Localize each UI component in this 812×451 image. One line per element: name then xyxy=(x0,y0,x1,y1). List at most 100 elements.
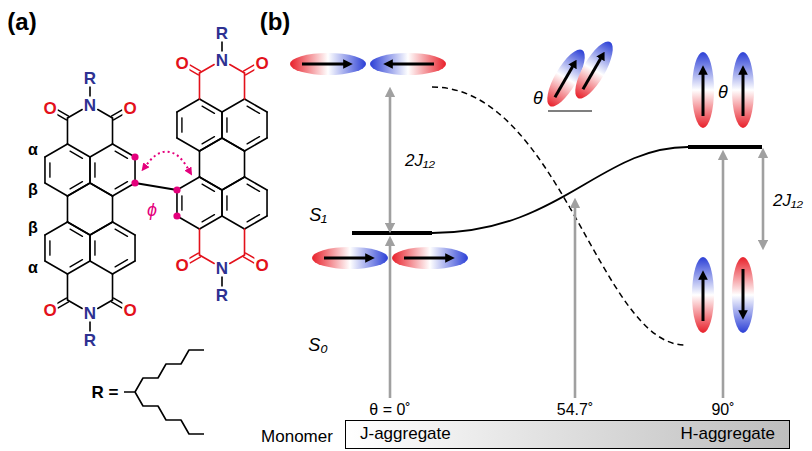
bond xyxy=(94,163,95,177)
bond xyxy=(89,157,91,183)
bond xyxy=(70,151,82,158)
bond xyxy=(134,235,136,261)
bond xyxy=(98,110,113,119)
bond xyxy=(199,138,222,151)
bond xyxy=(245,177,268,190)
bond xyxy=(243,257,253,263)
j-level-bar xyxy=(352,231,432,235)
bond xyxy=(111,302,121,308)
energy-diagram xyxy=(290,37,763,398)
bond xyxy=(176,190,178,216)
bond xyxy=(177,99,200,112)
bond xyxy=(115,151,127,158)
state-label: S₁ xyxy=(309,206,327,224)
scale-label: Monomer xyxy=(261,428,333,445)
bond xyxy=(115,260,127,267)
bond xyxy=(230,65,245,74)
bond xyxy=(221,112,223,138)
axis-label: θ = 0˚ xyxy=(368,402,411,418)
atom-label: O xyxy=(254,257,269,274)
bond xyxy=(45,261,68,274)
state-label: S₀ xyxy=(308,336,328,354)
bond xyxy=(67,110,82,119)
bond xyxy=(67,183,90,196)
atom-label: R xyxy=(215,287,229,304)
bond xyxy=(221,41,223,52)
dihedral-arrow xyxy=(144,152,190,172)
bond xyxy=(222,99,245,112)
bond xyxy=(111,110,121,116)
position-label: β xyxy=(28,182,38,198)
bond xyxy=(199,216,222,229)
bond xyxy=(247,106,259,113)
bond xyxy=(245,99,268,112)
bond xyxy=(113,261,136,274)
bond xyxy=(244,151,246,177)
bond xyxy=(199,255,214,264)
angle-label: θ xyxy=(533,89,543,107)
bond xyxy=(221,190,223,216)
bond xyxy=(222,138,245,151)
bond xyxy=(266,190,268,216)
bond xyxy=(90,222,113,235)
atom-label: O xyxy=(122,302,137,319)
bond xyxy=(134,157,136,183)
bond xyxy=(190,65,200,71)
bond xyxy=(98,300,113,309)
bond xyxy=(94,241,95,255)
bond xyxy=(177,177,200,190)
substituent-label: R = xyxy=(92,384,119,401)
aggregate-scale-band: J-aggregate H-aggregate xyxy=(345,420,790,449)
angle-label: θ xyxy=(718,83,728,101)
bond xyxy=(177,216,200,229)
bond xyxy=(89,235,91,261)
bond xyxy=(70,229,82,236)
bond xyxy=(45,144,68,157)
dihedral-atom xyxy=(131,179,138,186)
bond xyxy=(90,222,113,235)
bond xyxy=(113,144,136,157)
bond xyxy=(67,118,69,144)
bond xyxy=(49,163,50,177)
bond xyxy=(112,118,114,144)
bond xyxy=(202,184,214,191)
upper-state-curve xyxy=(432,87,685,345)
bond xyxy=(243,65,253,71)
scale-end-label: H-aggregate xyxy=(680,425,775,444)
bond xyxy=(135,183,177,190)
bond xyxy=(181,196,182,210)
bond xyxy=(70,260,82,267)
axis-label: 54.7˚ xyxy=(556,402,594,418)
bond xyxy=(222,177,245,190)
bond xyxy=(199,138,222,151)
alkyl-chain xyxy=(124,350,204,434)
position-label: α xyxy=(28,260,38,276)
dihedral-atom xyxy=(173,186,180,193)
dihedral-atom xyxy=(131,153,138,160)
bond xyxy=(222,177,245,190)
bond xyxy=(45,222,68,235)
bond xyxy=(199,73,201,99)
bond xyxy=(58,302,68,308)
bond xyxy=(90,183,113,196)
bond xyxy=(176,112,178,138)
bond xyxy=(199,229,201,255)
scale-end-label: J-aggregate xyxy=(360,425,451,444)
bond xyxy=(202,215,214,222)
atom-label: O xyxy=(42,100,57,117)
bond xyxy=(67,261,90,274)
molecule-structure xyxy=(45,41,267,332)
bond xyxy=(199,151,201,177)
bond xyxy=(89,235,91,261)
bond xyxy=(112,274,114,300)
bond xyxy=(222,216,245,229)
bond xyxy=(199,65,214,74)
dihedral-atom xyxy=(173,212,180,219)
bond xyxy=(67,222,90,235)
atom-label: O xyxy=(254,55,269,72)
bond xyxy=(58,110,68,116)
bond xyxy=(221,276,223,287)
